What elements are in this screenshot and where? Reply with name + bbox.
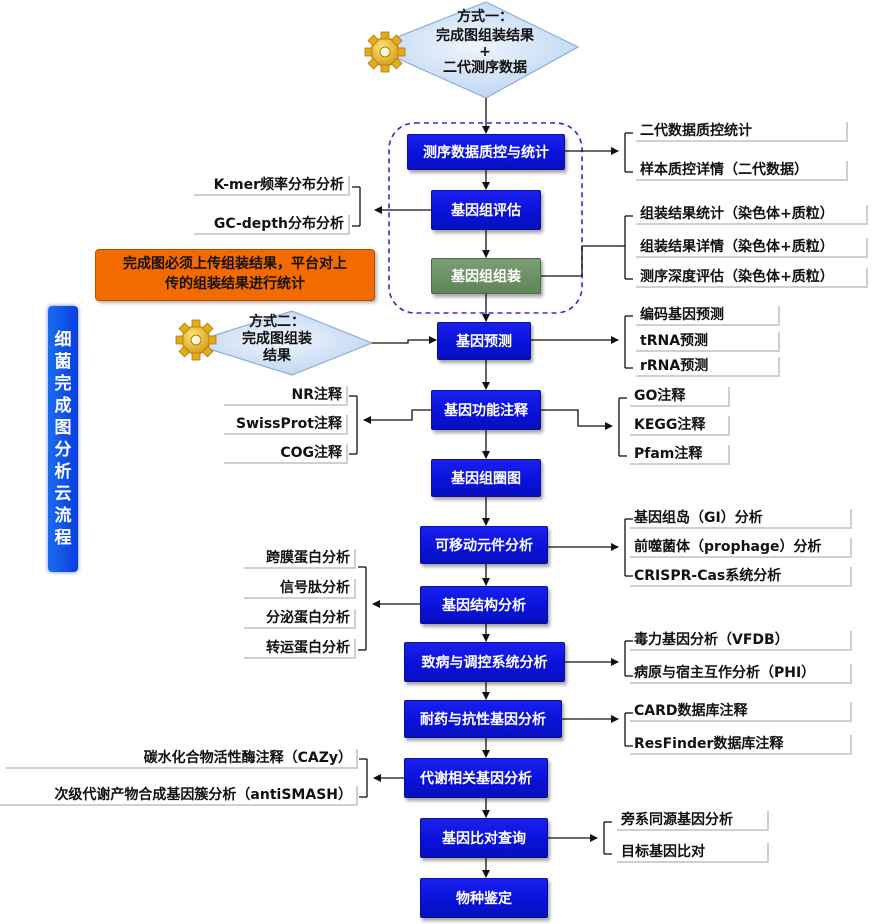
output-label: CRISPR-Cas系统分析 (630, 567, 852, 587)
output-label: GO注释 (630, 387, 730, 407)
start-mode-1: 方式一： 完成图组装结果 + 二代测序数据 (415, 8, 555, 78)
step-mobile-elements[interactable]: 可移动元件分析 (420, 526, 548, 564)
output-label: 碳水化合物活性酶注释（CAZy） (6, 749, 358, 769)
upload-note: 完成图必须上传组装结果，平台对上 传的组装结果进行统计 (95, 249, 375, 301)
output-label: 跨膜蛋白分析 (244, 549, 356, 569)
start-diamond-1 (370, 1, 580, 99)
step-gene-structure-label: 基因结构分析 (442, 598, 526, 614)
output-label: 二代数据质控统计 (636, 122, 848, 142)
step-genome-eval[interactable]: 基因组评估 (431, 190, 541, 230)
step-gene-predict[interactable]: 基因预测 (437, 322, 531, 360)
pipeline-title-text: 细菌完成图分析云流程 (54, 330, 72, 548)
gear-icon (175, 319, 217, 361)
output-label: COG注释 (224, 444, 348, 464)
start-mode-1-line4: 二代测序数据 (443, 60, 527, 76)
output-label: 信号肽分析 (244, 579, 356, 599)
upload-note-line1: 完成图必须上传组装结果，平台对上 (123, 256, 347, 272)
upload-note-line2: 传的组装结果进行统计 (165, 276, 305, 292)
output-label: 组装结果统计（染色体+质粒） (636, 205, 868, 225)
output-label: KEGG注释 (630, 416, 730, 436)
start-mode-2: 方式二： 完成图组装 结果 (222, 314, 332, 365)
output-label: 次级代谢产物合成基因簇分析（antiSMASH） (0, 786, 358, 806)
step-species-id[interactable]: 物种鉴定 (420, 878, 548, 918)
output-label: 分泌蛋白分析 (244, 609, 356, 629)
output-label: tRNA预测 (636, 332, 780, 352)
step-function-annotation-label: 基因功能注释 (444, 403, 528, 419)
step-pathogenicity-label: 致病与调控系统分析 (421, 655, 548, 671)
pipeline-title: 细菌完成图分析云流程 (48, 306, 78, 572)
output-label: NR注释 (224, 386, 348, 406)
output-label: 前噬菌体（prophage）分析 (630, 538, 852, 558)
step-resistance-label: 耐药与抗性基因分析 (420, 712, 546, 728)
output-label: 旁系同源基因分析 (617, 811, 769, 831)
start-mode-2-line1: 方式二： (249, 314, 305, 330)
gear-icon (364, 31, 406, 73)
output-label: 基因组岛（GI）分析 (630, 509, 852, 529)
step-gene-predict-label: 基因预测 (456, 334, 512, 350)
step-assembly-label: 基因组组装 (451, 269, 521, 285)
output-label: 转运蛋白分析 (244, 639, 356, 659)
start-mode-2-line3: 结果 (263, 348, 291, 364)
start-mode-1-line3: + (479, 44, 491, 60)
output-label: 组装结果详情（染色体+质粒） (636, 238, 868, 258)
step-resistance[interactable]: 耐药与抗性基因分析 (404, 700, 562, 738)
start-mode-2-line2: 完成图组装 (242, 331, 312, 347)
output-label: 毒力基因分析（VFDB） (630, 631, 852, 651)
output-label: Pfam注释 (630, 445, 730, 465)
output-label: 样本质控详情（二代数据） (636, 161, 848, 181)
output-label: 病原与宿主互作分析（PHI） (630, 664, 852, 684)
output-label: 测序深度评估（染色体+质粒） (636, 268, 868, 288)
step-circos-label: 基因组圈图 (451, 471, 521, 487)
start-mode-1-line1: 方式一： (457, 9, 513, 25)
step-function-annotation[interactable]: 基因功能注释 (431, 390, 541, 430)
output-label: GC-depth分布分析 (194, 215, 350, 235)
output-label: K-mer频率分布分析 (194, 176, 350, 196)
output-label: SwissProt注释 (224, 415, 348, 435)
output-label: CARD数据库注释 (630, 702, 852, 722)
step-assembly[interactable]: 基因组组装 (431, 258, 541, 294)
step-metabolism[interactable]: 代谢相关基因分析 (404, 758, 548, 798)
step-circos[interactable]: 基因组圈图 (431, 459, 541, 497)
step-genome-eval-label: 基因组评估 (451, 203, 521, 219)
output-label: rRNA预测 (636, 357, 780, 377)
step-gene-structure[interactable]: 基因结构分析 (420, 586, 548, 624)
step-mobile-elements-label: 可移动元件分析 (435, 538, 533, 554)
output-label: ResFinder数据库注释 (630, 735, 852, 755)
output-label: 目标基因比对 (617, 843, 769, 863)
step-metabolism-label: 代谢相关基因分析 (420, 771, 532, 787)
start-mode-1-line2: 完成图组装结果 (436, 28, 534, 44)
step-species-id-label: 物种鉴定 (456, 891, 512, 907)
step-qc-label: 测序数据质控与统计 (423, 145, 549, 161)
output-label: 编码基因预测 (636, 306, 780, 326)
step-gene-compare[interactable]: 基因比对查询 (420, 818, 548, 858)
step-qc[interactable]: 测序数据质控与统计 (407, 134, 565, 170)
step-pathogenicity[interactable]: 致病与调控系统分析 (404, 642, 565, 682)
step-gene-compare-label: 基因比对查询 (442, 831, 526, 847)
